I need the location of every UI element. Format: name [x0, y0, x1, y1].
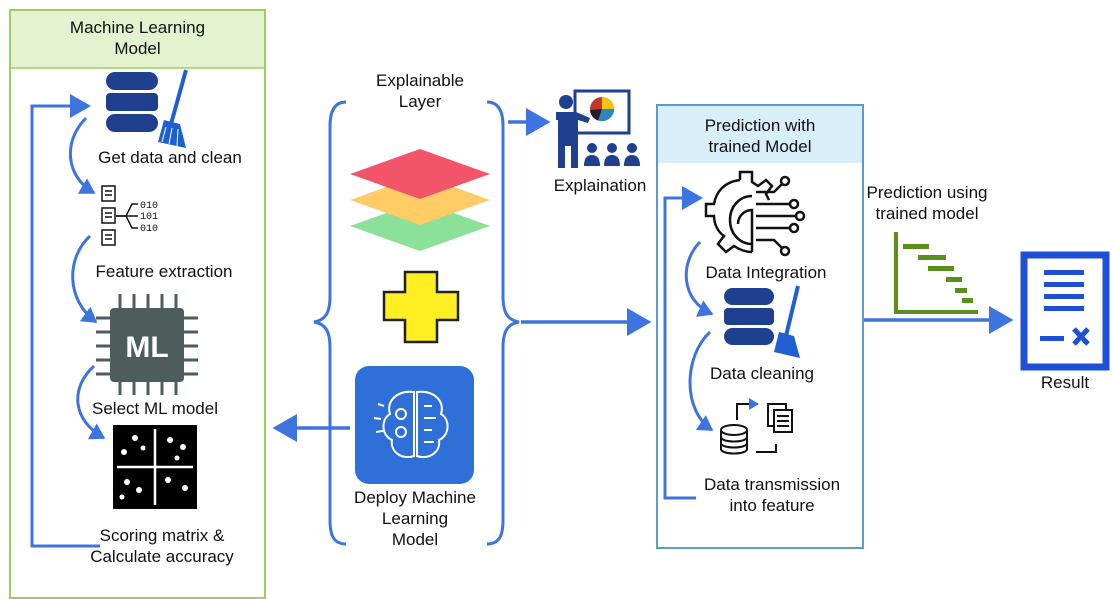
step-label-scoring-line2: Calculate accuracy	[90, 547, 234, 566]
svg-text:010: 010	[140, 201, 158, 212]
right-curly-brace	[486, 100, 520, 546]
step-label-select-model: Select ML model	[92, 399, 218, 418]
brain-ai-icon	[355, 366, 474, 484]
step-label-get-data: Get data and clean	[98, 148, 242, 167]
deploy-model-label: Deploy Machine Learning Model	[335, 487, 495, 550]
ml-chip-icon: ML	[96, 294, 198, 395]
ml-panel-title-line1: Machine Learning	[69, 18, 206, 37]
scoring-matrix-icon	[113, 425, 197, 509]
database-clean-icon-right	[724, 285, 800, 358]
step-label-scoring: Scoring matrix & Calculate accuracy	[62, 525, 262, 567]
explanation-label: Explaination	[553, 176, 647, 195]
ml-panel-title: Machine Learning Model	[30, 17, 245, 59]
plus-icon	[382, 270, 460, 344]
step-label-data-cleaning: Data cleaning	[710, 364, 814, 383]
result-label: Result	[1040, 373, 1090, 392]
deploy-model-label-line1: Deploy Machine	[354, 488, 476, 507]
svg-text:101: 101	[140, 212, 158, 223]
ml-panel-title-line2: Model	[114, 39, 161, 58]
feature-extraction-icon: 010 101 010	[101, 185, 158, 246]
svg-text:010: 010	[140, 224, 158, 235]
gear-circuit-icon	[704, 170, 806, 257]
prediction-loop-arrows	[663, 186, 714, 500]
step-label-scoring-line1: Scoring matrix &	[99, 526, 225, 545]
explainable-layer-title-line1: Explainable	[376, 71, 464, 90]
feedback-loop-arrow	[30, 94, 100, 548]
step-label-data-transmission-line1: Data transmission	[703, 475, 841, 494]
deploy-model-label-line3: Model	[391, 530, 439, 549]
prediction-using-label-line2: trained model	[875, 204, 979, 223]
step-label-data-integration: Data Integration	[705, 263, 827, 282]
prediction-using-label: Prediction using trained model	[852, 182, 1002, 224]
step-label-data-transmission-line2: into feature	[729, 496, 815, 515]
prediction-panel-title-line1: Prediction with	[704, 116, 816, 135]
prediction-panel-title: Prediction with trained Model	[658, 115, 862, 157]
deploy-model-label-line2: Learning	[381, 509, 449, 528]
database-clean-icon	[106, 69, 188, 148]
prediction-panel-title-line2: trained Model	[708, 137, 812, 156]
step-label-feature-extraction: Feature extraction	[95, 262, 233, 281]
layers-icon	[350, 149, 490, 251]
step-curve-arrows	[68, 116, 106, 440]
left-curly-brace	[313, 100, 347, 546]
explainable-layer-title: Explainable Layer	[345, 70, 495, 112]
explainable-layer-title-line2: Layer	[398, 92, 442, 111]
result-document-icon	[1020, 251, 1110, 371]
step-label-data-transmission: Data transmission into feature	[682, 474, 862, 516]
prediction-using-label-line1: Prediction using	[866, 183, 988, 202]
gantt-chart-icon	[894, 232, 978, 314]
ml-chip-text: ML	[125, 331, 168, 364]
data-transmission-icon	[720, 398, 793, 455]
presentation-icon	[556, 89, 640, 168]
